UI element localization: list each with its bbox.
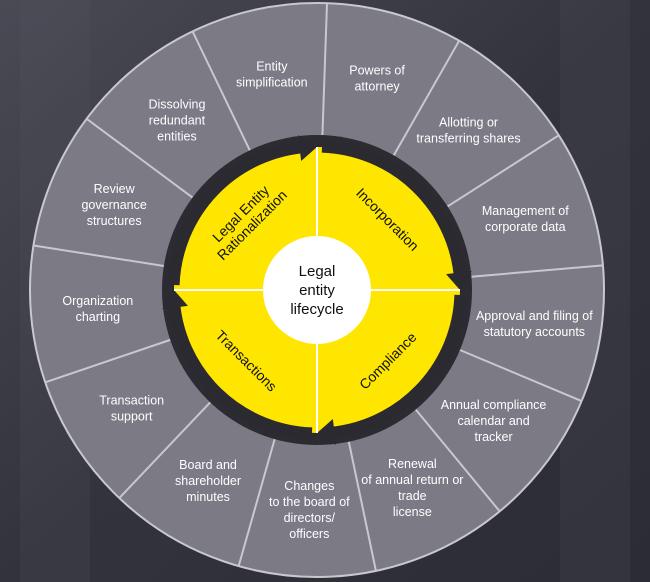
- outer-segment-label-line: license: [393, 505, 432, 519]
- center-label-line: lifecycle: [290, 301, 343, 318]
- outer-segment-label-line: Review: [94, 182, 136, 196]
- outer-segment-label: Dissolving redundant entities: [148, 97, 205, 143]
- outer-segment-label: Review governance structures: [81, 182, 146, 228]
- segment-divider: [414, 408, 501, 512]
- outer-segment-label: Management of corporate data: [482, 204, 569, 234]
- segment-divider: [347, 441, 377, 572]
- cycle-arrowhead: [297, 135, 317, 161]
- center-label-line: entity: [299, 282, 335, 299]
- outer-segment-label-line: Entity: [256, 60, 288, 74]
- outer-segment-label-line: shareholder: [175, 474, 241, 488]
- outer-segment-label-line: support: [111, 410, 153, 424]
- center-disc: [263, 236, 371, 344]
- outer-segment-label: Changes to the board of directors/officers: [269, 479, 350, 541]
- outer-segment-label-line: structures: [87, 214, 142, 228]
- segment-divider: [459, 349, 583, 402]
- segment-divider: [447, 134, 560, 208]
- segment-divider: [86, 118, 194, 199]
- outer-segment-label-line: redundant: [149, 113, 206, 127]
- outer-segment-label-line: charting: [76, 310, 121, 324]
- outer-segment-label: Board and shareholder minutes: [175, 458, 241, 504]
- outer-segment-label: Annual compliance calendar and tracker: [441, 398, 547, 444]
- outer-segment-label-line: Annual compliance: [441, 398, 547, 412]
- outer-segment-label-line: transferring shares: [416, 132, 520, 146]
- outer-segment-label: Powers of attorney: [349, 63, 405, 93]
- outer-segment-label-line: Renewal: [388, 457, 437, 471]
- outer-segment-label: Transaction support: [99, 394, 164, 424]
- outer-segment-label-line: Board and: [179, 458, 237, 472]
- segment-divider: [321, 3, 329, 136]
- outer-segment-label: Allotting or transferring shares: [416, 116, 520, 146]
- outer-segment-label: Renewal of annual return or trade license: [361, 457, 463, 519]
- outer-segment-label-line: calendar and: [457, 414, 529, 428]
- outer-segment-label-line: Transaction: [99, 394, 164, 408]
- outer-segment-label-line: corporate data: [485, 220, 566, 234]
- outer-segment-label-line: statutory accounts: [484, 325, 585, 339]
- cycle-arrow-arc: [168, 299, 313, 439]
- outer-segment-label-line: trade: [398, 489, 427, 503]
- outer-segment-label-line: Powers of: [349, 63, 405, 77]
- outer-segment-label-line: Dissolving: [148, 97, 205, 111]
- outer-segment-label-line: governance: [81, 198, 146, 212]
- outer-segment-label-line: Allotting or: [439, 116, 498, 130]
- outer-segment-label: Organization charting: [62, 294, 133, 324]
- segment-divider: [191, 30, 251, 151]
- outer-segment-label-line: of annual return or: [361, 473, 463, 487]
- cycle-arrow-arc: [326, 294, 466, 439]
- segment-divider: [33, 244, 165, 267]
- outer-segment-label-line: Changes: [284, 479, 334, 493]
- segment-divider: [237, 438, 276, 567]
- segment-divider: [392, 40, 461, 156]
- outer-segment-label-line: entities: [157, 129, 197, 143]
- outer-segment-label: Approval and filing of statutory accounts: [476, 309, 593, 339]
- cycle-arrowhead: [446, 270, 472, 290]
- cycle-arrow-arc: [168, 141, 308, 286]
- outer-segment-label-line: officers: [289, 527, 329, 541]
- outer-segment-label-line: simplification: [236, 76, 308, 90]
- segment-divider: [118, 401, 211, 499]
- segment-divider: [471, 264, 604, 278]
- outer-segment-label-line: directors/: [284, 511, 336, 525]
- outer-segment-label-line: attorney: [354, 79, 400, 93]
- cycle-arrowhead: [317, 419, 337, 445]
- cycle-arrowhead: [162, 290, 188, 310]
- center-label-line: Legal: [299, 263, 336, 280]
- cycle-arrow-arc: [321, 141, 466, 281]
- outer-segment-label-line: minutes: [186, 490, 230, 504]
- center-circle: Legal entity lifecycle: [263, 236, 371, 344]
- outer-segment-label-line: Organization: [62, 294, 133, 308]
- outer-segment-label-line: Approval and filing of: [476, 309, 593, 323]
- outer-segment-label-line: tracker: [474, 430, 512, 444]
- outer-segment-label-line: to the board of: [269, 495, 350, 509]
- outer-segment-label-line: Management of: [482, 204, 569, 218]
- outer-segment-label: Entity simplification: [236, 60, 308, 90]
- center-label: Legal entity lifecycle: [290, 263, 343, 318]
- segment-divider: [44, 338, 171, 384]
